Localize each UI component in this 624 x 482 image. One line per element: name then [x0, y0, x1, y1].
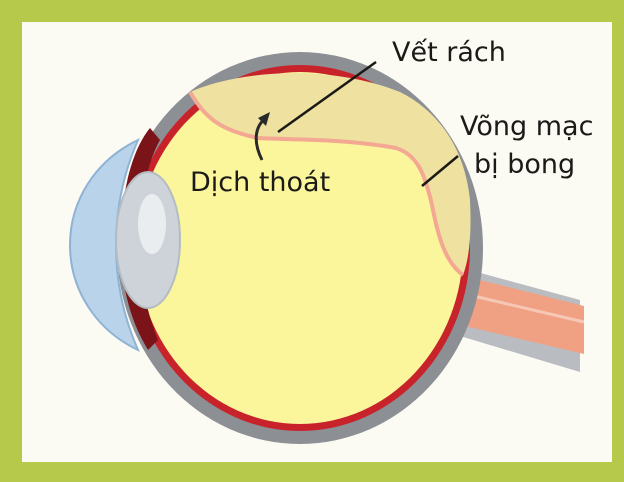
label-fluid-leak: Dịch thoát: [190, 168, 330, 198]
label-detached-retina-line1: Võng mạc: [460, 112, 593, 142]
label-tear: Vết rách: [392, 38, 506, 68]
lens-highlight: [138, 194, 166, 254]
label-detached-retina-line2: bị bong: [474, 150, 575, 180]
